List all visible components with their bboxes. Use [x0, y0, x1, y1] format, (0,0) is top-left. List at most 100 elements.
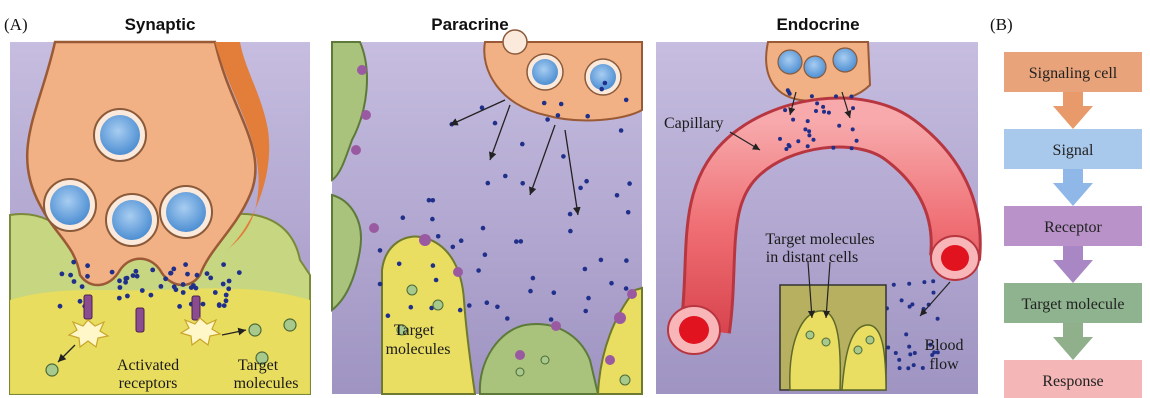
signal-dot	[458, 308, 463, 313]
signal-dot	[467, 303, 472, 308]
flow-arrow	[1053, 323, 1093, 360]
signal-dot	[810, 94, 814, 98]
signal-dot	[897, 358, 901, 362]
signal-dot	[169, 271, 174, 276]
signaling-flowchart: Signaling cellSignalReceptorTarget molec…	[1004, 52, 1142, 398]
signal-dot	[221, 282, 226, 287]
activated-receptors-label-1: Activated	[117, 357, 179, 374]
signal-dot	[586, 296, 591, 301]
signal-dot	[932, 291, 936, 295]
signal-dot	[476, 268, 481, 273]
signal-dot	[931, 279, 935, 283]
signal-dot	[68, 273, 73, 278]
activated-receptors-label-2: receptors	[119, 375, 178, 392]
signal-dot	[908, 352, 912, 356]
signal-dot	[185, 272, 190, 277]
flow-step-5: Response	[1004, 360, 1142, 398]
signal-dot	[568, 229, 573, 234]
flow-step-label: Receptor	[1044, 219, 1102, 236]
signal-dot	[850, 146, 854, 150]
signal-dot	[140, 288, 145, 293]
signal-dot	[827, 111, 831, 115]
signal-dot	[431, 263, 436, 268]
signal-dot	[434, 278, 439, 283]
flow-arrow	[1053, 246, 1093, 283]
signal-dot	[837, 124, 841, 128]
signal-dot	[205, 271, 210, 276]
signal-dot	[583, 267, 588, 272]
signal-dot	[131, 273, 136, 278]
signal-dot	[181, 282, 186, 287]
signal-dot	[907, 282, 911, 286]
signal-dot	[615, 193, 620, 198]
signal-dot	[430, 217, 435, 222]
signal-dot	[191, 283, 196, 288]
endocrine-title: Endocrine	[776, 15, 859, 34]
signal-dot	[624, 98, 629, 103]
signal-dot	[181, 290, 186, 295]
signal-dot	[85, 263, 90, 268]
signal-dot	[493, 121, 498, 126]
panel-b-tag: (B)	[990, 15, 1013, 34]
signal-dot	[850, 95, 854, 99]
signal-dot	[134, 269, 139, 274]
target-distant-label-2: in distant cells	[766, 249, 858, 266]
signal-dot	[520, 142, 525, 147]
signal-dot	[787, 90, 791, 94]
signal-dot	[627, 181, 632, 186]
signal-dot	[123, 280, 128, 285]
signal-dot	[436, 234, 441, 239]
flow-step-1: Signaling cell	[1004, 52, 1142, 129]
signal-dot	[624, 258, 629, 263]
signal-dot	[787, 143, 791, 147]
signal-dot	[224, 298, 229, 303]
signal-dot	[485, 300, 490, 305]
paracrine-title: Paracrine	[431, 15, 509, 34]
signal-dot	[834, 94, 838, 98]
signal-dot	[807, 133, 811, 137]
signal-dot	[71, 260, 76, 265]
signal-dot	[72, 279, 77, 284]
signal-dot	[556, 113, 561, 118]
signal-dot	[459, 238, 464, 243]
signal-dot	[904, 332, 908, 336]
signal-dot	[851, 127, 855, 131]
signal-dot	[578, 186, 583, 191]
signal-dot	[60, 272, 65, 277]
signal-dot	[892, 283, 896, 287]
signal-dot	[921, 366, 925, 370]
flow-step-label: Target molecule	[1022, 296, 1125, 313]
signal-dot	[778, 137, 782, 141]
signal-dot	[784, 147, 788, 151]
signal-dot	[201, 302, 206, 307]
signal-dot	[177, 304, 182, 309]
signal-dot	[584, 179, 589, 184]
signal-dot	[561, 154, 566, 159]
signal-dot	[624, 286, 629, 291]
signal-dot	[831, 146, 835, 150]
signal-dot	[796, 139, 800, 143]
signal-dot	[226, 286, 231, 291]
signal-dot	[224, 293, 229, 298]
signal-dot	[520, 181, 525, 186]
signal-dot	[531, 276, 536, 281]
signal-dot	[163, 276, 168, 281]
paracrine-panel: Paracrine Target molecules	[332, 15, 642, 394]
paracrine-target-label-1: Target	[394, 322, 435, 339]
signal-dot	[583, 309, 588, 314]
signal-dot	[117, 296, 122, 301]
signal-dot	[431, 198, 436, 203]
panel-a-tag: (A)	[4, 15, 28, 34]
signal-dot	[822, 110, 826, 114]
signal-dot	[213, 290, 218, 295]
signal-dot	[451, 245, 456, 250]
signal-dot	[110, 270, 115, 275]
paracrine-target-label-2: molecules	[386, 341, 451, 358]
signal-dot	[80, 284, 85, 289]
flow-step-label: Signal	[1053, 142, 1094, 159]
signal-dot	[855, 139, 859, 143]
capillary-lumen-right	[941, 245, 969, 271]
signal-dot	[907, 345, 911, 349]
synaptic-target-label-1: Target	[238, 357, 279, 374]
